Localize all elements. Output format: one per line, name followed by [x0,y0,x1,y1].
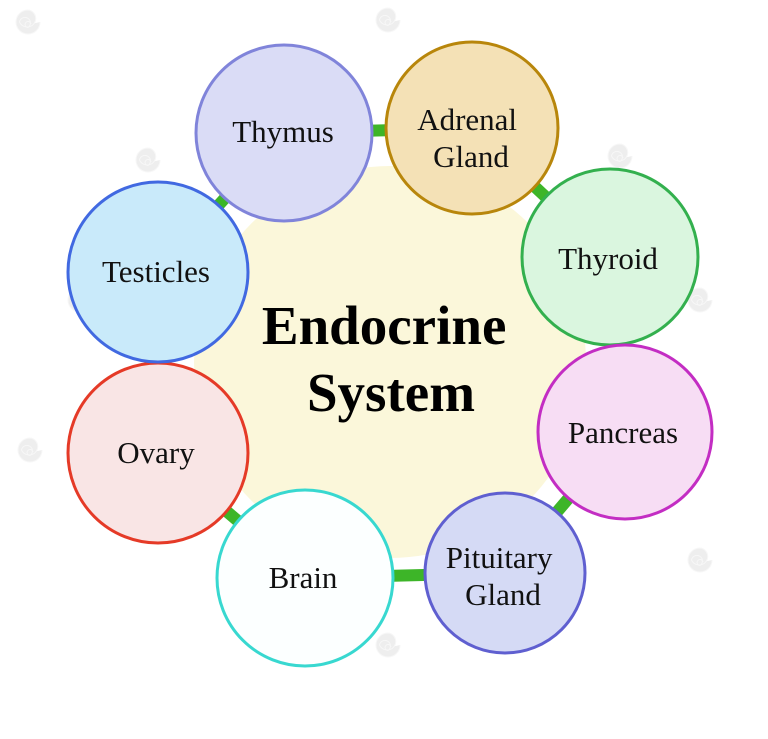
node-adrenal-gland: Adrenal Gland [384,40,560,216]
watermark-spiral-icon [375,632,401,658]
watermark-spiral-icon [375,7,401,33]
watermark-spiral-icon [135,147,161,173]
pituitary-gland-label: Pituitary Gland [446,540,561,612]
center-circle [194,166,586,558]
ovary-label: Ovary [117,435,195,470]
brain-circle [215,488,395,668]
brain-label: Brain [269,560,338,595]
node-thyroid: Thyroid [520,167,700,347]
diagram-title-line: System [307,362,475,423]
testicles-circle [66,180,250,364]
adrenal-gland-circle [384,40,560,216]
diagram-title-line: Endocrine [262,295,506,356]
testicles-label: Testicles [102,254,210,289]
pituitary-gland-label-line: Pituitary [446,540,553,575]
thyroid-label: Thyroid [558,241,658,276]
node-pituitary-gland: Pituitary Gland [423,491,587,655]
adrenal-gland-label-line: Gland [433,139,509,174]
thymus-circle [194,43,374,223]
adrenal-gland-label: Adrenal Gland [417,102,525,174]
adrenal-gland-label-line: Adrenal [417,102,517,137]
pituitary-gland-label-line: Gland [465,577,541,612]
thymus-label: Thymus [232,114,334,149]
watermark-spiral-icon [15,9,41,35]
node-brain: Brain [215,488,395,668]
watermark-spiral-icon [607,143,633,169]
node-testicles: Testicles [66,180,250,364]
node-pancreas: Pancreas [536,343,714,521]
node-thymus: Thymus [194,43,374,223]
watermark-spiral-icon [687,547,713,573]
pancreas-label: Pancreas [568,415,678,450]
pituitary-gland-circle [423,491,587,655]
diagram-title: Endocrine System [262,295,520,423]
pancreas-circle [536,343,714,521]
node-ovary: Ovary [66,361,250,545]
watermark-spiral-icon [17,437,43,463]
